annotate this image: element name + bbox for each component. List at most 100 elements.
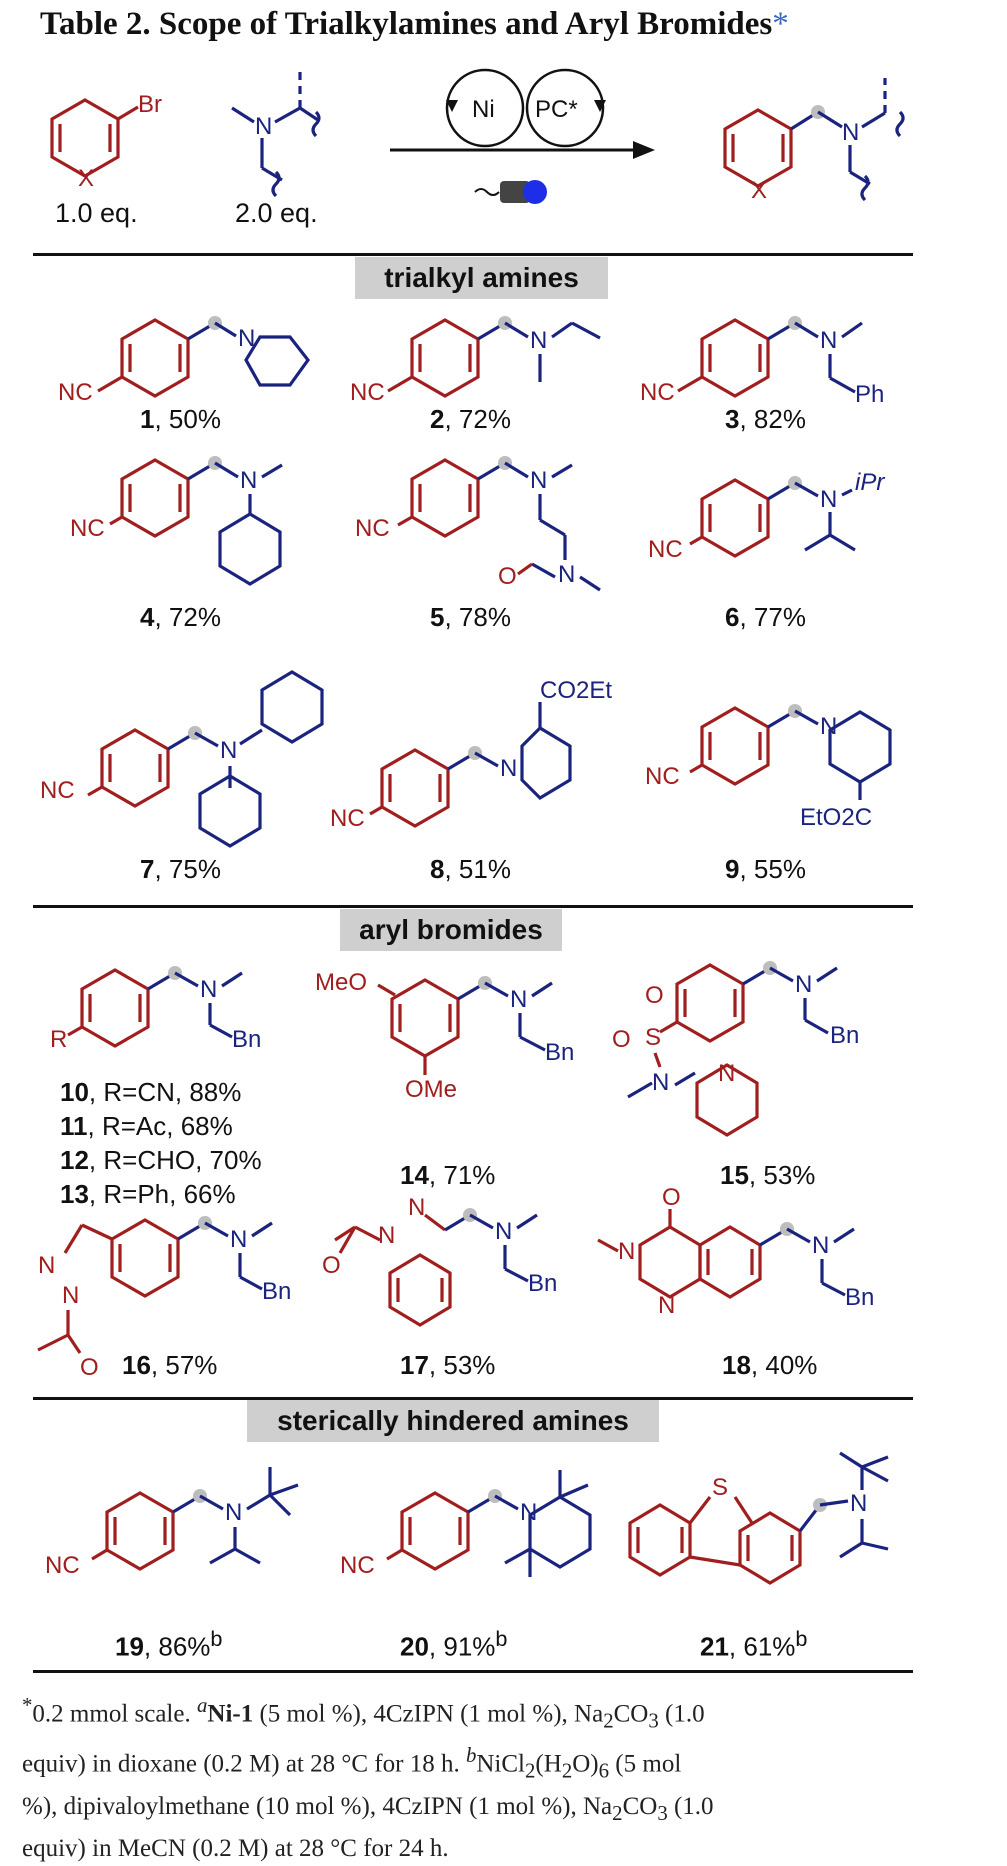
compound-16-label: 16, 57% (122, 1350, 218, 1380)
svg-text:OMe: OMe (405, 1076, 457, 1103)
aryl-row1-structures: R N Bn MeO OMe N Bn S O O N (50, 961, 859, 1137)
svg-text:O: O (322, 1252, 341, 1279)
svg-text:NC: NC (40, 777, 75, 804)
svg-text:N: N (795, 971, 812, 998)
structure-21: S N (628, 1451, 889, 1585)
svg-text:N: N (718, 1060, 735, 1087)
product-x-label: X (751, 177, 767, 204)
compound-17-label: 17, 53% (400, 1350, 496, 1380)
compound-2-label: 2, 72% (430, 404, 511, 434)
svg-text:R: R (50, 1026, 67, 1053)
trialkyl-row3-structures: NC N NC N CO2Et NC N EtO2C (40, 670, 892, 848)
svg-text:S: S (645, 1024, 661, 1051)
svg-text:N: N (530, 327, 547, 354)
svg-text:N: N (520, 1499, 537, 1526)
structure-14: MeO OMe N Bn (315, 969, 574, 1103)
table-title: Table 2. Scope of Trialkylamines and Ary… (40, 6, 789, 43)
svg-text:N: N (652, 1069, 669, 1096)
compound-4-label: 4, 72% (140, 602, 221, 632)
svg-text:N: N (530, 467, 547, 494)
svg-text:N: N (225, 1499, 242, 1526)
rule-aryl (33, 905, 913, 908)
rule-top (33, 253, 913, 256)
reaction-scheme: Br X N Ni PC* X (50, 68, 905, 204)
compound-13-label: 13, R=Ph, 66% (60, 1179, 236, 1209)
structure-9: NC N EtO2C (645, 704, 892, 831)
svg-text:N: N (850, 1490, 867, 1517)
amine-structure: N (231, 72, 321, 198)
svg-text:N: N (38, 1252, 55, 1279)
svg-text:NC: NC (45, 1552, 80, 1579)
structure-10-13: R N Bn (50, 966, 261, 1053)
product-n-label: N (842, 119, 859, 146)
reaction-arrow: Ni PC* (390, 68, 655, 204)
compound-8-label: 8, 51% (430, 854, 511, 884)
compound-12-label: 12, R=CHO, 70% (60, 1145, 262, 1175)
svg-text:O: O (612, 1026, 631, 1053)
svg-text:N: N (820, 486, 837, 513)
svg-text:N: N (510, 986, 527, 1013)
n-label: N (255, 113, 272, 140)
svg-text:Ph: Ph (855, 381, 884, 408)
rule-hindered (33, 1397, 913, 1400)
svg-text:NC: NC (58, 379, 93, 406)
br-label: Br (138, 91, 162, 118)
svg-text:N: N (495, 1218, 512, 1245)
table-footnote: *0.2 mmol scale. aNi-1 (5 mol %), 4CzIPN… (22, 1693, 714, 1862)
compound-6-label: 6, 77% (725, 602, 806, 632)
compound-5-label: 5, 78% (430, 602, 511, 632)
svg-text:N: N (812, 1232, 829, 1259)
svg-text:N: N (820, 327, 837, 354)
svg-text:Bn: Bn (232, 1026, 261, 1053)
svg-text:O: O (645, 982, 664, 1009)
svg-text:NC: NC (640, 379, 675, 406)
svg-text:NC: NC (340, 1552, 375, 1579)
svg-text:NC: NC (645, 763, 680, 790)
structure-4: NC N (70, 456, 283, 586)
section-trialkyl-amines: trialkyl amines (355, 257, 608, 299)
svg-text:N: N (378, 1222, 395, 1249)
svg-text:N: N (240, 467, 257, 494)
svg-text:NC: NC (70, 515, 105, 542)
svg-text:N: N (618, 1238, 635, 1265)
structure-20: NC N (340, 1470, 592, 1579)
structure-19: NC N (45, 1467, 299, 1579)
structure-7: NC N (40, 670, 324, 848)
compound-18-label: 18, 40% (722, 1350, 818, 1380)
title-star: * (772, 6, 789, 42)
structure-16: N N O N Bn (37, 1216, 291, 1375)
ni-catalyst-label: Ni (472, 96, 495, 123)
pc-catalyst-label: PC* (535, 96, 578, 123)
product-structure: X N (723, 78, 905, 204)
svg-text:MeO: MeO (315, 969, 367, 996)
compound-1-label: 1, 50% (140, 404, 221, 434)
trialkyl-row-structures: NC N NC N NC N Ph (58, 316, 885, 592)
structure-15: S O O N N N Bn (612, 961, 859, 1137)
svg-text:iPr: iPr (855, 469, 885, 496)
compound-19-label: 19, 86%b (115, 1626, 223, 1662)
hindered-row-structures: NC N NC N S (45, 1451, 889, 1585)
structure-5: NC N N O (355, 456, 601, 592)
table-title-text: Table 2. Scope of Trialkylamines and Ary… (40, 6, 773, 42)
svg-text:O: O (662, 1185, 681, 1211)
amine-equivalents: 2.0 eq. (235, 198, 318, 228)
svg-text:NC: NC (648, 536, 683, 563)
svg-text:N: N (658, 1292, 675, 1319)
structure-6: NC N iPr (648, 469, 885, 563)
svg-text:NC: NC (355, 515, 390, 542)
svg-text:O: O (80, 1354, 99, 1375)
svg-text:N: N (408, 1194, 425, 1221)
svg-text:Bn: Bn (545, 1039, 574, 1066)
compound-11-label: 11, R=Ac, 68% (60, 1111, 233, 1141)
svg-text:O: O (498, 563, 517, 590)
svg-text:CO2Et: CO2Et (540, 677, 612, 704)
structure-3: NC N Ph (640, 316, 884, 408)
svg-text:N: N (820, 713, 837, 740)
compound-10-label: 10, R=CN, 88% (60, 1077, 242, 1107)
svg-text:N: N (62, 1282, 79, 1309)
svg-text:Bn: Bn (830, 1022, 859, 1049)
compound-21-label: 21, 61%b (700, 1626, 808, 1662)
svg-text:EtO2C: EtO2C (800, 804, 872, 831)
arene-equivalents: 1.0 eq. (55, 198, 138, 228)
svg-text:S: S (712, 1474, 728, 1501)
